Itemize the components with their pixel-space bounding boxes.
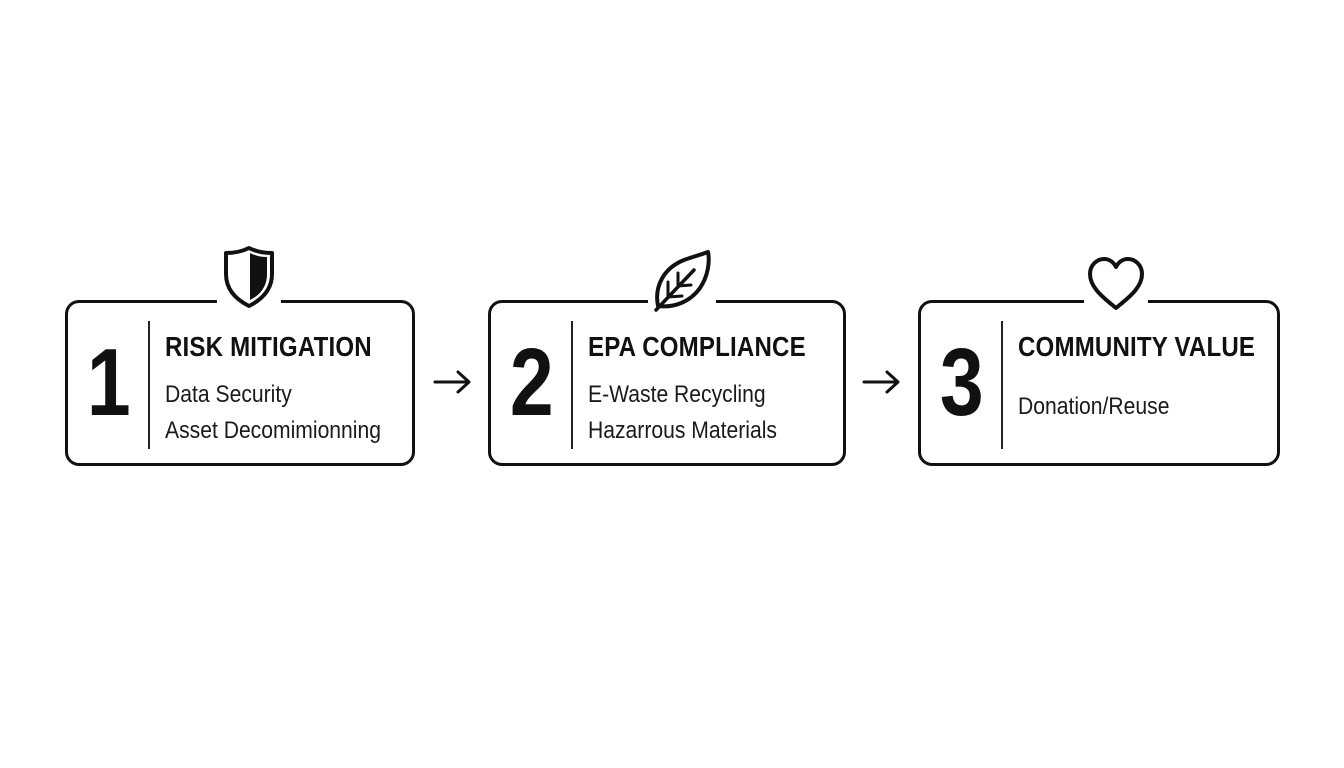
step-content: RISK MITIGATION Data Security Asset Deco… bbox=[165, 329, 404, 449]
leaf-icon bbox=[648, 248, 716, 312]
step-risk-mitigation: 1 RISK MITIGATION Data Security Asset De… bbox=[65, 300, 415, 466]
step-item: Donation/Reuse bbox=[1018, 393, 1170, 420]
step-divider bbox=[1001, 321, 1003, 449]
step-items: Donation/Reuse bbox=[1018, 389, 1269, 425]
step-item: Data Security bbox=[165, 381, 292, 408]
arrow-right-icon bbox=[433, 370, 471, 394]
step-item: Hazarrous Materials bbox=[588, 417, 777, 444]
arrow-right-icon bbox=[862, 370, 900, 394]
step-number: 2 bbox=[509, 329, 554, 436]
step-item: Asset Decomimionning bbox=[165, 417, 381, 444]
step-title: COMMUNITY VALUE bbox=[1018, 331, 1256, 362]
heart-icon bbox=[1084, 252, 1148, 316]
step-epa-compliance: 2 EPA COMPLIANCE E-Waste Recycling Hazar… bbox=[488, 300, 846, 466]
step-content: EPA COMPLIANCE E-Waste Recycling Hazarro… bbox=[588, 329, 835, 449]
step-number: 3 bbox=[939, 329, 984, 436]
step-title: RISK MITIGATION bbox=[165, 331, 372, 362]
step-item: E-Waste Recycling bbox=[588, 381, 766, 408]
step-items: E-Waste Recycling Hazarrous Materials bbox=[588, 377, 835, 449]
step-content: COMMUNITY VALUE Donation/Reuse bbox=[1018, 329, 1269, 425]
step-number: 1 bbox=[86, 329, 131, 436]
step-divider bbox=[148, 321, 150, 449]
step-divider bbox=[571, 321, 573, 449]
shield-icon bbox=[217, 244, 281, 308]
step-title: EPA COMPLIANCE bbox=[588, 331, 806, 362]
step-items: Data Security Asset Decomimionning bbox=[165, 377, 404, 449]
step-community-value: 3 COMMUNITY VALUE Donation/Reuse bbox=[918, 300, 1280, 466]
